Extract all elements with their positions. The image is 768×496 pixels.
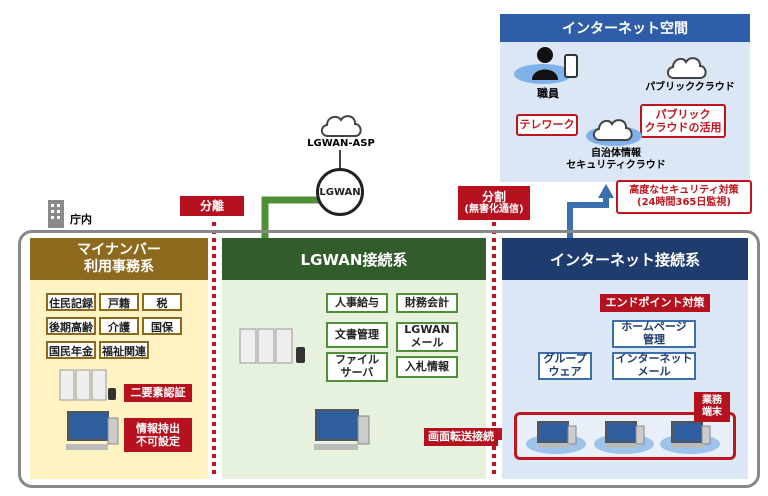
- security-measures-l2: (24時間365日監視): [637, 197, 731, 208]
- tag-lgwan-mail: LGWAN メール: [396, 322, 458, 352]
- tag-lgwan-mail-l2: メール: [410, 336, 444, 349]
- public-cloud-icon: [666, 57, 707, 79]
- lgwan-asp-cloud-icon: [320, 115, 362, 137]
- public-cloud-use-l1: パブリック: [655, 107, 711, 121]
- split-label: 分割 (無害化通信): [458, 186, 530, 220]
- terminal-pc-icon: [537, 421, 577, 448]
- office-container: [18, 230, 760, 488]
- telework-label: テレワーク: [516, 114, 578, 136]
- tag-groupware-l1: グループ: [543, 352, 587, 366]
- no-export-line1: 情報持出: [136, 421, 180, 435]
- tag-late-elderly: 後期高齢: [46, 317, 96, 335]
- lgwan-server-icon: [239, 328, 305, 364]
- lgwan-node-label: LGWAN: [319, 186, 361, 198]
- screen-transfer-label: 画面転送接続: [424, 428, 498, 446]
- mynumber-title-line1: マイナンバー: [77, 242, 161, 259]
- tag-tax: 税: [142, 293, 182, 311]
- office-building-icon: [48, 200, 64, 228]
- internet-space-title: インターネット空間: [500, 14, 750, 42]
- business-terminal-l2: 端末: [702, 407, 722, 418]
- lgwan-node: LGWAN: [316, 168, 364, 216]
- security-measures-l1: 高度なセキュリティ対策: [629, 185, 739, 196]
- tag-resident-record: 住民記録: [46, 293, 96, 311]
- tag-national-pension: 国民年金: [46, 341, 96, 359]
- tag-doc-management-label: 文書管理: [335, 327, 379, 341]
- terminal-pc-icon: [671, 421, 711, 448]
- tag-file-server-l2: サーバ: [340, 366, 374, 379]
- tag-care: 介護: [99, 317, 139, 335]
- public-cloud-use-label: パブリック クラウドの活用: [640, 104, 726, 138]
- public-cloud-use-l2: クラウドの活用: [644, 121, 722, 134]
- mynumber-zone-title: マイナンバー 利用事務系: [30, 238, 208, 280]
- smartphone-icon: [564, 54, 578, 78]
- separation-label: 分離: [180, 196, 244, 216]
- security-cloud-label: 自治体情報 セキュリティクラウド: [566, 148, 666, 171]
- staff-label: 職員: [537, 87, 559, 100]
- two-factor-auth-label: 二要素認証: [124, 384, 192, 402]
- tag-groupware: グループ ウェア: [538, 352, 592, 380]
- no-export-line2: 不可設定: [136, 435, 180, 448]
- tag-homepage-l2: 管理: [643, 333, 665, 346]
- tag-internet-mail-l1: インターネット: [615, 352, 693, 366]
- mynumber-server-icon: [59, 369, 116, 401]
- security-cloud-l2: セキュリティクラウド: [566, 159, 666, 171]
- lgwan-asp-label: LGWAN-ASP: [307, 138, 375, 149]
- split-label-line1: 分割: [481, 189, 506, 204]
- internet-zone-title: インターネット接続系: [502, 238, 748, 280]
- security-measures-label: 高度なセキュリティ対策 (24時間365日監視): [616, 180, 752, 214]
- endpoint-label: エンドポイント対策: [600, 294, 710, 312]
- tag-welfare: 福祉関連: [99, 341, 149, 359]
- public-cloud-label: パブリッククラウド: [645, 82, 735, 93]
- lgwan-pc-icon: [314, 409, 370, 450]
- security-cloud-l1: 自治体情報: [591, 148, 641, 159]
- split-label-line2: (無害化通信): [464, 204, 524, 216]
- tag-bidding: 入札情報: [396, 356, 458, 378]
- tag-internet-mail: インターネット メール: [612, 352, 696, 380]
- internet-space: [500, 14, 750, 182]
- mynumber-pc-icon: [66, 411, 119, 450]
- tag-accounting-label: 財務会計: [405, 295, 449, 309]
- staff-icon: [532, 47, 558, 80]
- no-export-label: 情報持出 不可設定: [124, 418, 192, 452]
- security-cloud-icon: [592, 119, 633, 141]
- tag-bidding-label: 入札情報: [405, 359, 449, 373]
- lgwan-zone-title: LGWAN接続系: [222, 238, 486, 280]
- business-terminal-label: 業務 端末: [694, 392, 730, 422]
- tag-homepage: ホームページ 管理: [612, 320, 696, 348]
- tag-family-register: 戸籍: [99, 293, 139, 311]
- tag-payroll: 人事給与: [326, 293, 388, 313]
- tag-file-server-l1: ファイル: [335, 353, 379, 367]
- terminal-pc-icon: [605, 421, 645, 448]
- tag-file-server: ファイル サーバ: [326, 352, 388, 382]
- tag-internet-mail-l2: メール: [637, 365, 671, 378]
- tag-payroll-label: 人事給与: [335, 295, 379, 309]
- tag-doc-management: 文書管理: [326, 322, 388, 348]
- business-terminal-l1: 業務: [702, 395, 722, 406]
- tag-accounting: 財務会計: [396, 293, 458, 313]
- office-label: 庁内: [70, 213, 92, 226]
- tag-homepage-l1: ホームページ: [621, 320, 687, 334]
- tag-national-health: 国保: [142, 317, 182, 335]
- tag-lgwan-mail-l1: LGWAN: [404, 323, 450, 337]
- mynumber-title-line2: 利用事務系: [84, 259, 154, 275]
- tag-groupware-l2: ウェア: [548, 365, 582, 378]
